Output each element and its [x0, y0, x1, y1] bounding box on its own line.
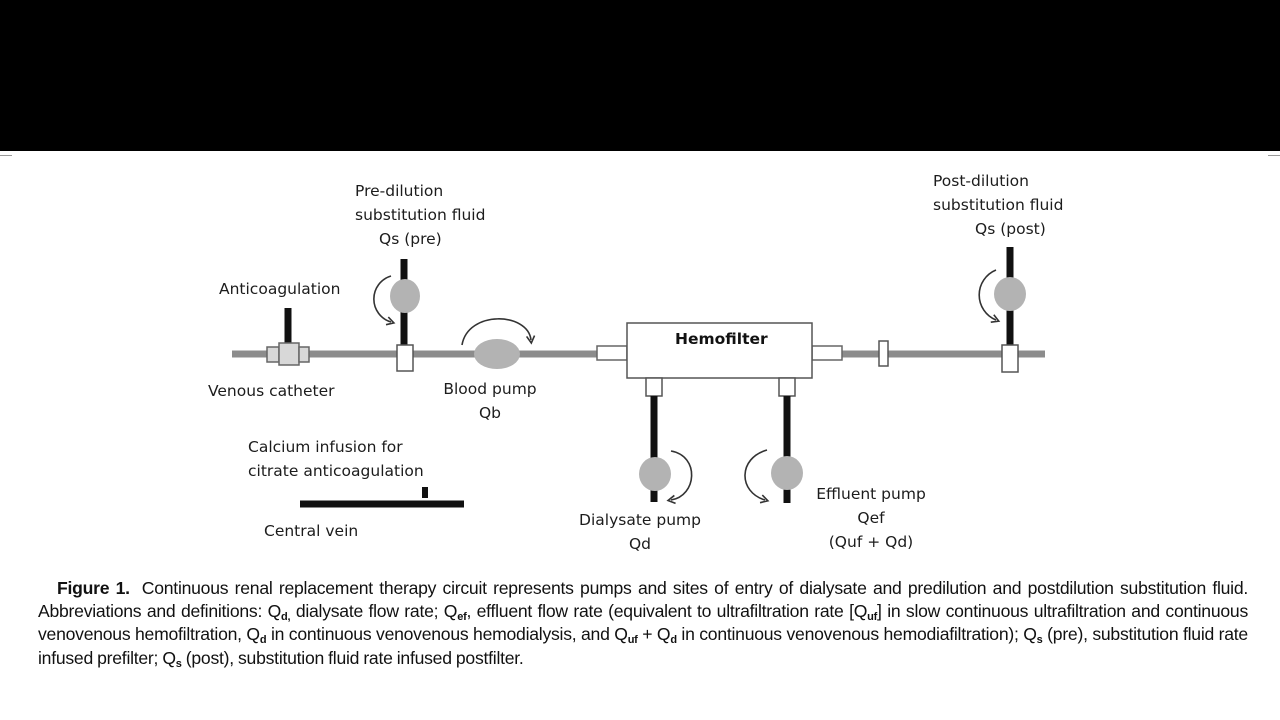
post-dilution-label-line2: substitution fluid — [933, 196, 1064, 214]
pre-dilution-connector — [396, 344, 414, 372]
hemofilter-label: Hemofilter — [675, 330, 768, 348]
effluent-pump-label-line3: (Quf + Qd) — [828, 533, 914, 551]
dialysate-pump-label: Dialysate pump Qd — [579, 508, 701, 556]
hemofilter-outlet — [811, 345, 843, 361]
caption-sub-4: d — [259, 634, 267, 647]
caption-sub-5: uf — [627, 634, 638, 647]
line-clamp — [878, 340, 889, 367]
calcium-infusion-label-line1: Calcium infusion for — [248, 438, 403, 456]
pre-dilution-label-line1: Pre-dilution — [355, 182, 444, 200]
pre-dilution-pump — [390, 279, 420, 313]
effluent-pump-label-line2: Qef — [857, 509, 885, 527]
venous-catheter-label: Venous catheter — [208, 382, 335, 400]
dialysate-pump — [639, 457, 671, 491]
caption-sub-2: ef — [457, 611, 467, 624]
central-vein-label: Central vein — [264, 522, 359, 540]
post-dilution-connector — [1001, 344, 1019, 373]
caption-text-8: (pre), substitution fluid rate infused p… — [38, 624, 1248, 668]
post-dilution-label-line3: Qs (post) — [975, 220, 1046, 238]
blood-pump-arrow — [461, 318, 536, 346]
figure-label: Figure 1. — [57, 578, 130, 598]
caption-text-6: + Q — [637, 624, 671, 645]
calcium-infusion-marker — [422, 487, 428, 498]
effluent-pump — [771, 456, 803, 490]
dialysate-pump-label-line2: Qd — [628, 535, 652, 553]
hemofilter-body — [626, 322, 813, 379]
effluent-port — [778, 377, 796, 397]
blood-pump-label: Blood pump Qb — [443, 377, 536, 425]
blood-pump — [474, 339, 520, 369]
caption-sub-3: uf — [867, 611, 878, 624]
caption-text-9: (post), substitution fluid rate infused … — [181, 647, 524, 668]
caption-sub-7: s — [1036, 634, 1043, 647]
venous-catheter-connector — [266, 342, 310, 366]
caption-text-4: ] in slow continuous ultrafiltration and… — [38, 601, 1248, 645]
post-dilution-pump — [994, 277, 1026, 311]
top-black-bar — [0, 0, 1280, 151]
figure-caption: Figure 1.Continuous renal replacement th… — [38, 577, 1248, 670]
caption-sub-6: d — [670, 634, 677, 647]
pre-dilution-pump-arrow — [373, 275, 396, 326]
caption-text-2: dialysate flow rate; Q — [290, 601, 458, 622]
right-edge-mark — [1268, 155, 1280, 156]
calcium-infusion-label: Calcium infusion for citrate anticoagula… — [248, 435, 424, 483]
effluent-pump-arrow — [744, 449, 770, 504]
dialysate-pump-label-line1: Dialysate pump — [579, 511, 701, 529]
caption-text-7: in continuous venovenous hemodiafiltrati… — [676, 624, 1037, 645]
pre-dilution-label-line3: Qs (pre) — [379, 230, 442, 248]
caption-text-1: Continuous renal replacement therapy cir… — [38, 578, 1248, 622]
calcium-infusion-label-line2: citrate anticoagulation — [248, 462, 424, 480]
pre-dilution-label-line2: substitution fluid — [355, 206, 486, 224]
pre-dilution-label: Pre-dilution substitution fluid Qs (pre) — [355, 179, 485, 251]
blood-pump-label-line2: Qb — [478, 404, 502, 422]
anticoagulation-label: Anticoagulation — [219, 280, 341, 298]
post-dilution-pump-arrow — [978, 269, 1001, 323]
caption-text-3: , effluent flow rate (equivalent to ultr… — [466, 601, 868, 622]
dialysate-pump-arrow — [666, 450, 693, 505]
effluent-pump-label: Effluent pump Qef (Quf + Qd) — [816, 482, 926, 554]
left-edge-mark — [0, 155, 12, 156]
effluent-pump-label-line1: Effluent pump — [816, 485, 926, 503]
dialysate-port — [645, 377, 663, 397]
caption-text-5: in continuous venovenous hemodialysis, a… — [266, 624, 628, 645]
post-dilution-label: Post-dilution substitution fluid Qs (pos… — [933, 169, 1063, 241]
blood-pump-label-line1: Blood pump — [443, 380, 537, 398]
post-dilution-label-line1: Post-dilution — [933, 172, 1029, 190]
caption-sub-1: d, — [281, 611, 291, 624]
hemofilter-inlet — [596, 345, 628, 361]
caption-sub-8: s — [175, 657, 182, 670]
